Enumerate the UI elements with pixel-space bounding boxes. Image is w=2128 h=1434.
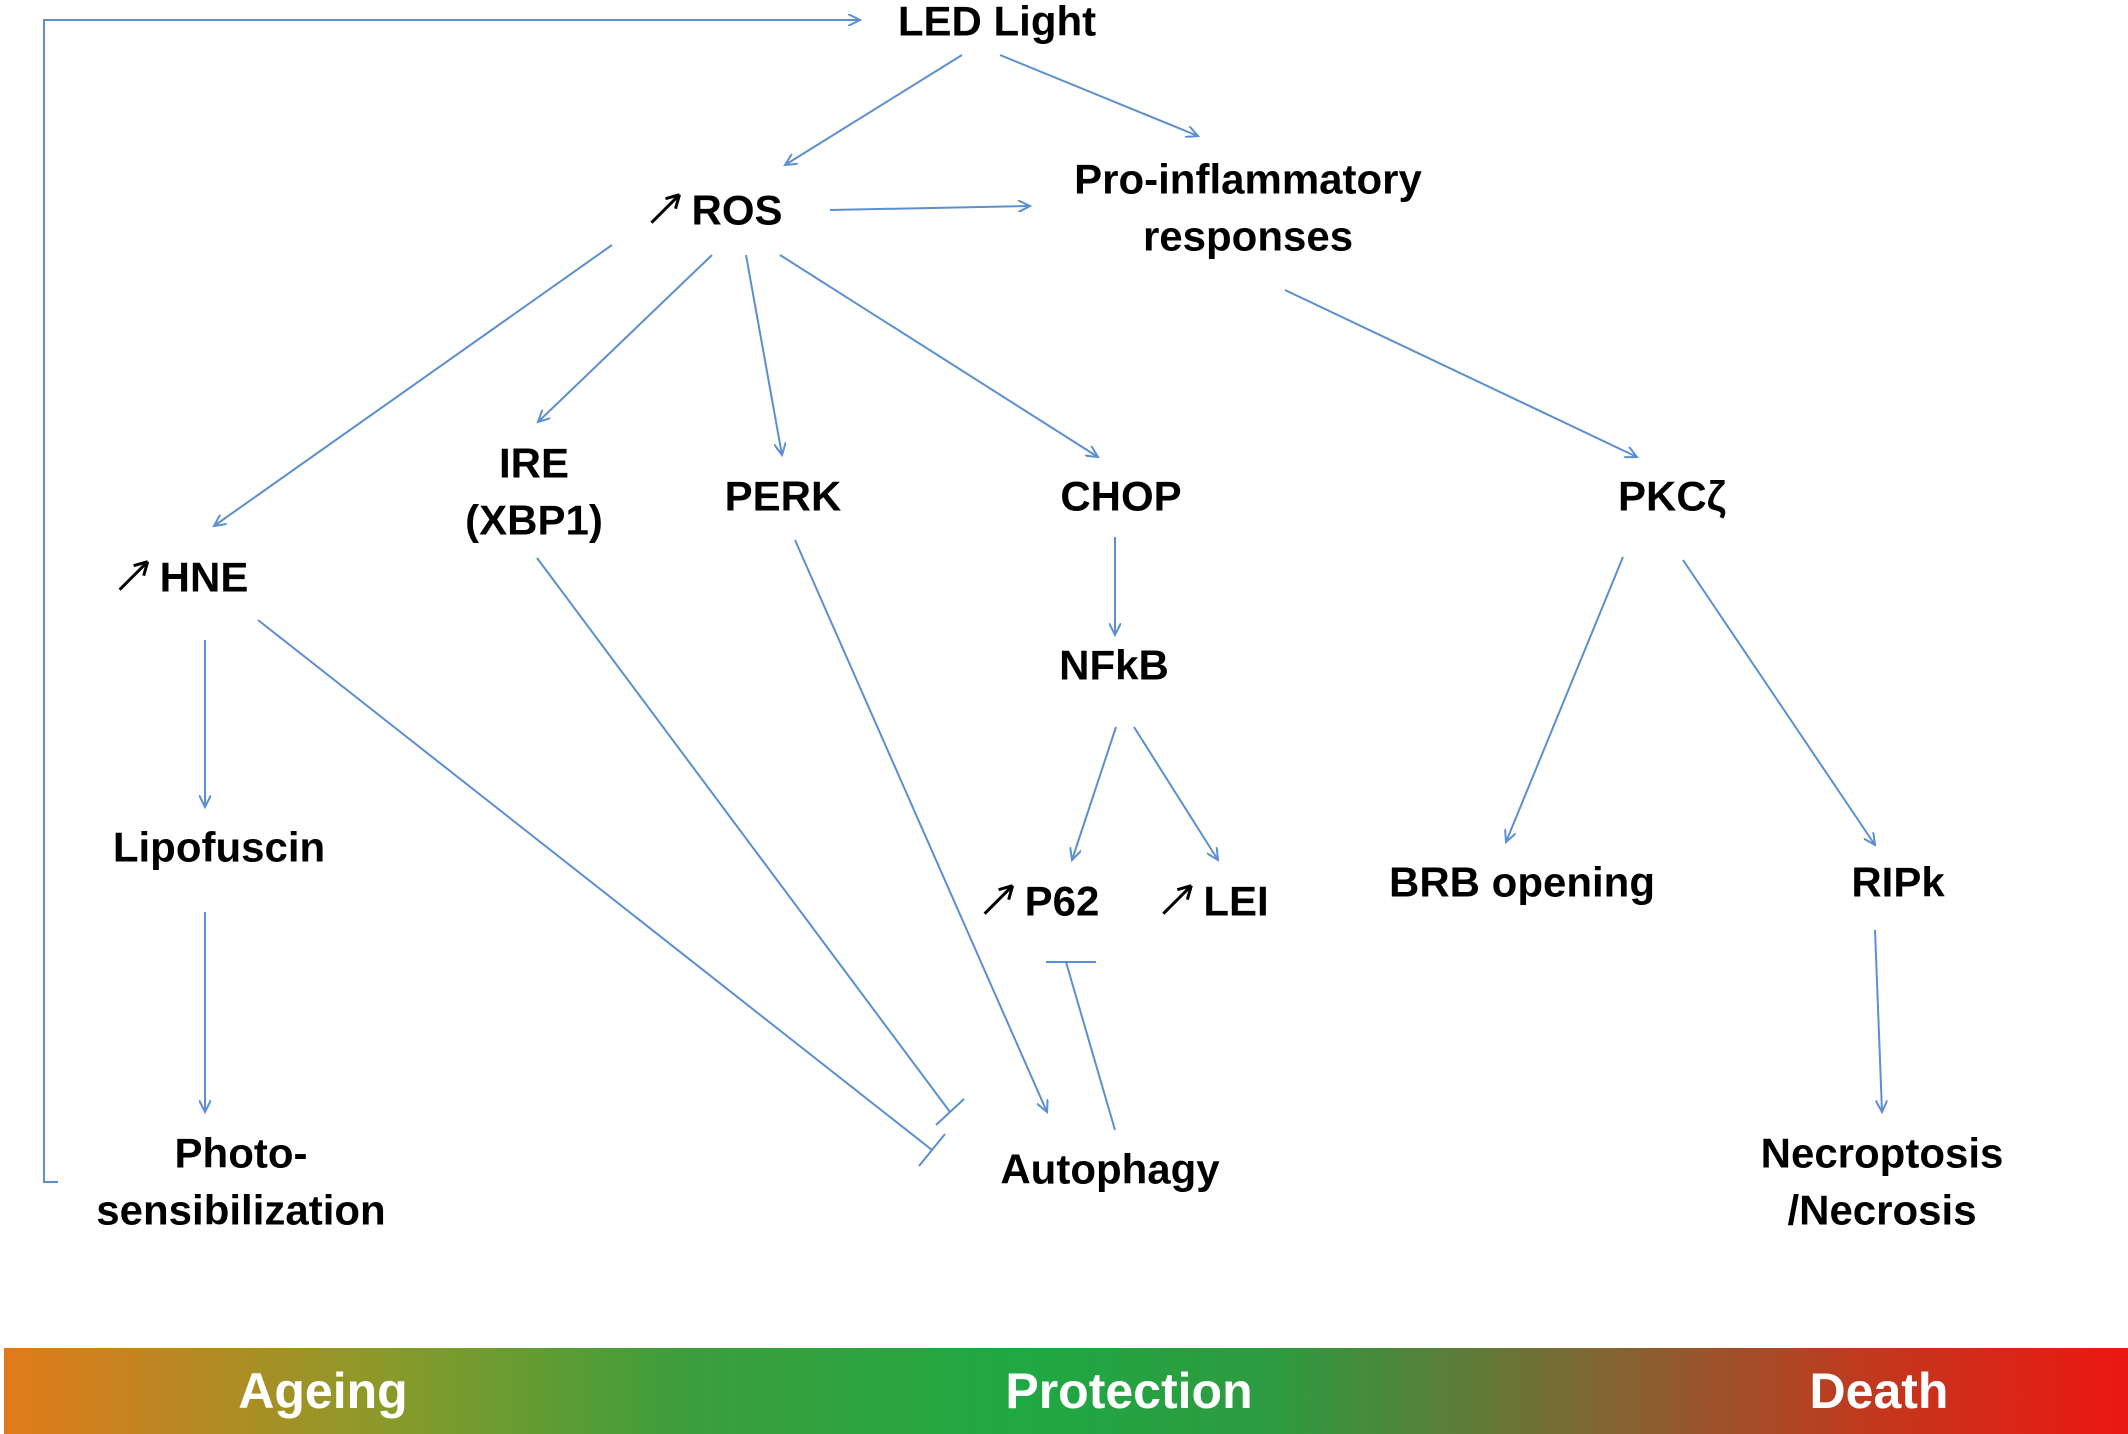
arrow-ros-to-chop: [779, 254, 1098, 457]
bar-label-ageing: Ageing: [238, 1363, 408, 1419]
arrow-perk-to-autophagy: [794, 539, 1047, 1112]
node-led-light: LED Light: [897, 0, 1097, 45]
arrow-ros-to-perk: [745, 254, 782, 455]
node-photo-line1: Photo-: [174, 1129, 308, 1177]
arrow-ros-to-ire: [538, 254, 713, 422]
outcome-gradient-bar: Ageing Protection Death: [4, 1348, 2128, 1434]
arrow-pkc-to-ripk: [1682, 559, 1875, 845]
node-ire-line1: IRE: [498, 439, 570, 487]
node-ripk: RIPk: [1851, 858, 1945, 906]
node-lipofuscin: Lipofuscin: [112, 823, 326, 871]
node-necro-line1: Necroptosis: [1760, 1129, 2004, 1177]
node-pro-inflammatory-line2: responses: [1142, 212, 1354, 259]
arrow-nfkb-to-p62: [1072, 726, 1117, 860]
arrow-ros-to-hne: [214, 244, 613, 526]
inhibit-hne-to-autophagy: [257, 619, 933, 1151]
inhibit-hne-bar: [918, 1133, 946, 1167]
node-pkc: PKCζ: [1617, 472, 1727, 520]
node-ros: ROS: [647, 183, 783, 240]
node-nfkb: NFkB: [1059, 641, 1169, 689]
increase-arrow-icon: [1162, 884, 1193, 915]
inhibit-autophagy-to-p62: [1065, 961, 1116, 1131]
inhibit-ire-to-autophagy: [536, 557, 951, 1113]
arrow-ripk-to-necroptosis: [1874, 929, 1882, 1112]
arrow-led-to-proinflammatory: [999, 54, 1198, 136]
node-chop: CHOP: [1060, 472, 1182, 520]
increase-arrow-icon: [650, 193, 681, 224]
node-photo-line2: sensibilization: [96, 1186, 386, 1233]
arrow-nfkb-to-lei: [1133, 726, 1218, 860]
arrow-led-to-ros: [785, 54, 963, 165]
node-lei: LEI: [1159, 874, 1269, 931]
node-pro-inflammatory-line1: Pro-inflammatory: [1074, 155, 1422, 203]
bar-label-protection: Protection: [1005, 1363, 1253, 1419]
node-pro-inflammatory: Pro-inflammatory responses: [1074, 151, 1422, 264]
node-autophagy: Autophagy: [1000, 1145, 1220, 1193]
node-brb-opening: BRB opening: [1389, 858, 1655, 906]
node-necroptosis: Necroptosis /Necrosis: [1761, 1125, 2004, 1238]
node-necro-line2: /Necrosis: [1787, 1186, 1977, 1233]
node-photo-sensibilization: Photo- sensibilization: [96, 1125, 385, 1238]
node-ire-line2: (XBP1): [465, 496, 603, 543]
node-hne: HNE: [116, 550, 248, 607]
feedback-loop-connector: [43, 20, 860, 1183]
arrow-pkc-to-brb: [1506, 556, 1624, 842]
node-perk: PERK: [724, 472, 842, 520]
bar-label-death: Death: [1809, 1363, 1949, 1419]
increase-arrow-icon: [983, 884, 1015, 915]
arrow-proinflammatory-to-pkc: [1284, 289, 1637, 457]
increase-arrow-icon: [118, 560, 150, 591]
arrow-ros-to-proinflammatory: [829, 206, 1030, 210]
node-ire: IRE (XBP1): [465, 435, 603, 548]
inhibit-ire-bar: [935, 1098, 965, 1126]
node-p62: P62: [981, 874, 1099, 931]
